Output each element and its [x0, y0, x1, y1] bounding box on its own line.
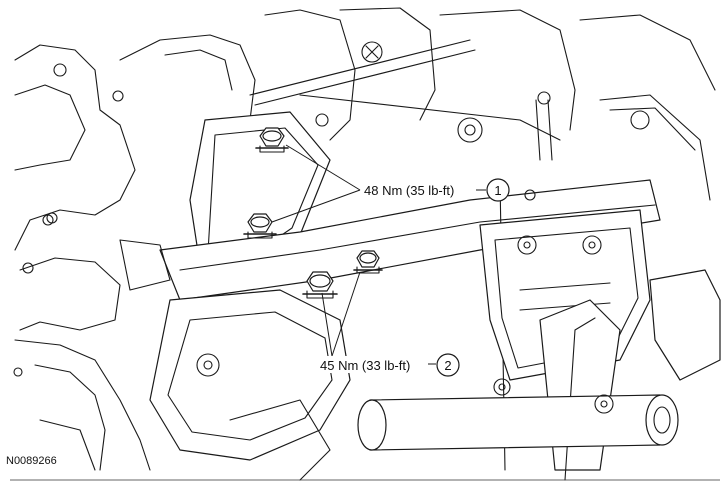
leader-2-right: [331, 271, 361, 357]
torque-label-1: 48 Nm (35 lb-ft): [364, 183, 454, 198]
bolt-middle: [243, 213, 277, 239]
callout-2-circle: [436, 353, 460, 377]
bolt-upper: [255, 127, 289, 153]
callout-1: 48 Nm (35 lb-ft) 1: [362, 178, 510, 202]
callout-number-2: 2: [444, 358, 451, 373]
bolt-lower-left: [302, 271, 338, 299]
engine-structure-lines: [10, 7, 721, 481]
leader-1-middle: [271, 189, 361, 223]
callout-1-circle: [486, 178, 510, 202]
callout-2: 45 Nm (33 lb-ft) 2: [318, 353, 460, 377]
torque-label-2: 45 Nm (33 lb-ft): [320, 358, 410, 373]
leader-2-left: [321, 292, 333, 357]
leader-lines: [271, 144, 486, 365]
bolt-group-1: [243, 127, 289, 239]
figure-id: N0089266: [6, 455, 57, 467]
bolt-lower-right: [353, 250, 383, 274]
bolt-group-2: [302, 250, 383, 299]
callout-number-1: 1: [494, 183, 501, 198]
leader-1-upper: [285, 144, 361, 191]
